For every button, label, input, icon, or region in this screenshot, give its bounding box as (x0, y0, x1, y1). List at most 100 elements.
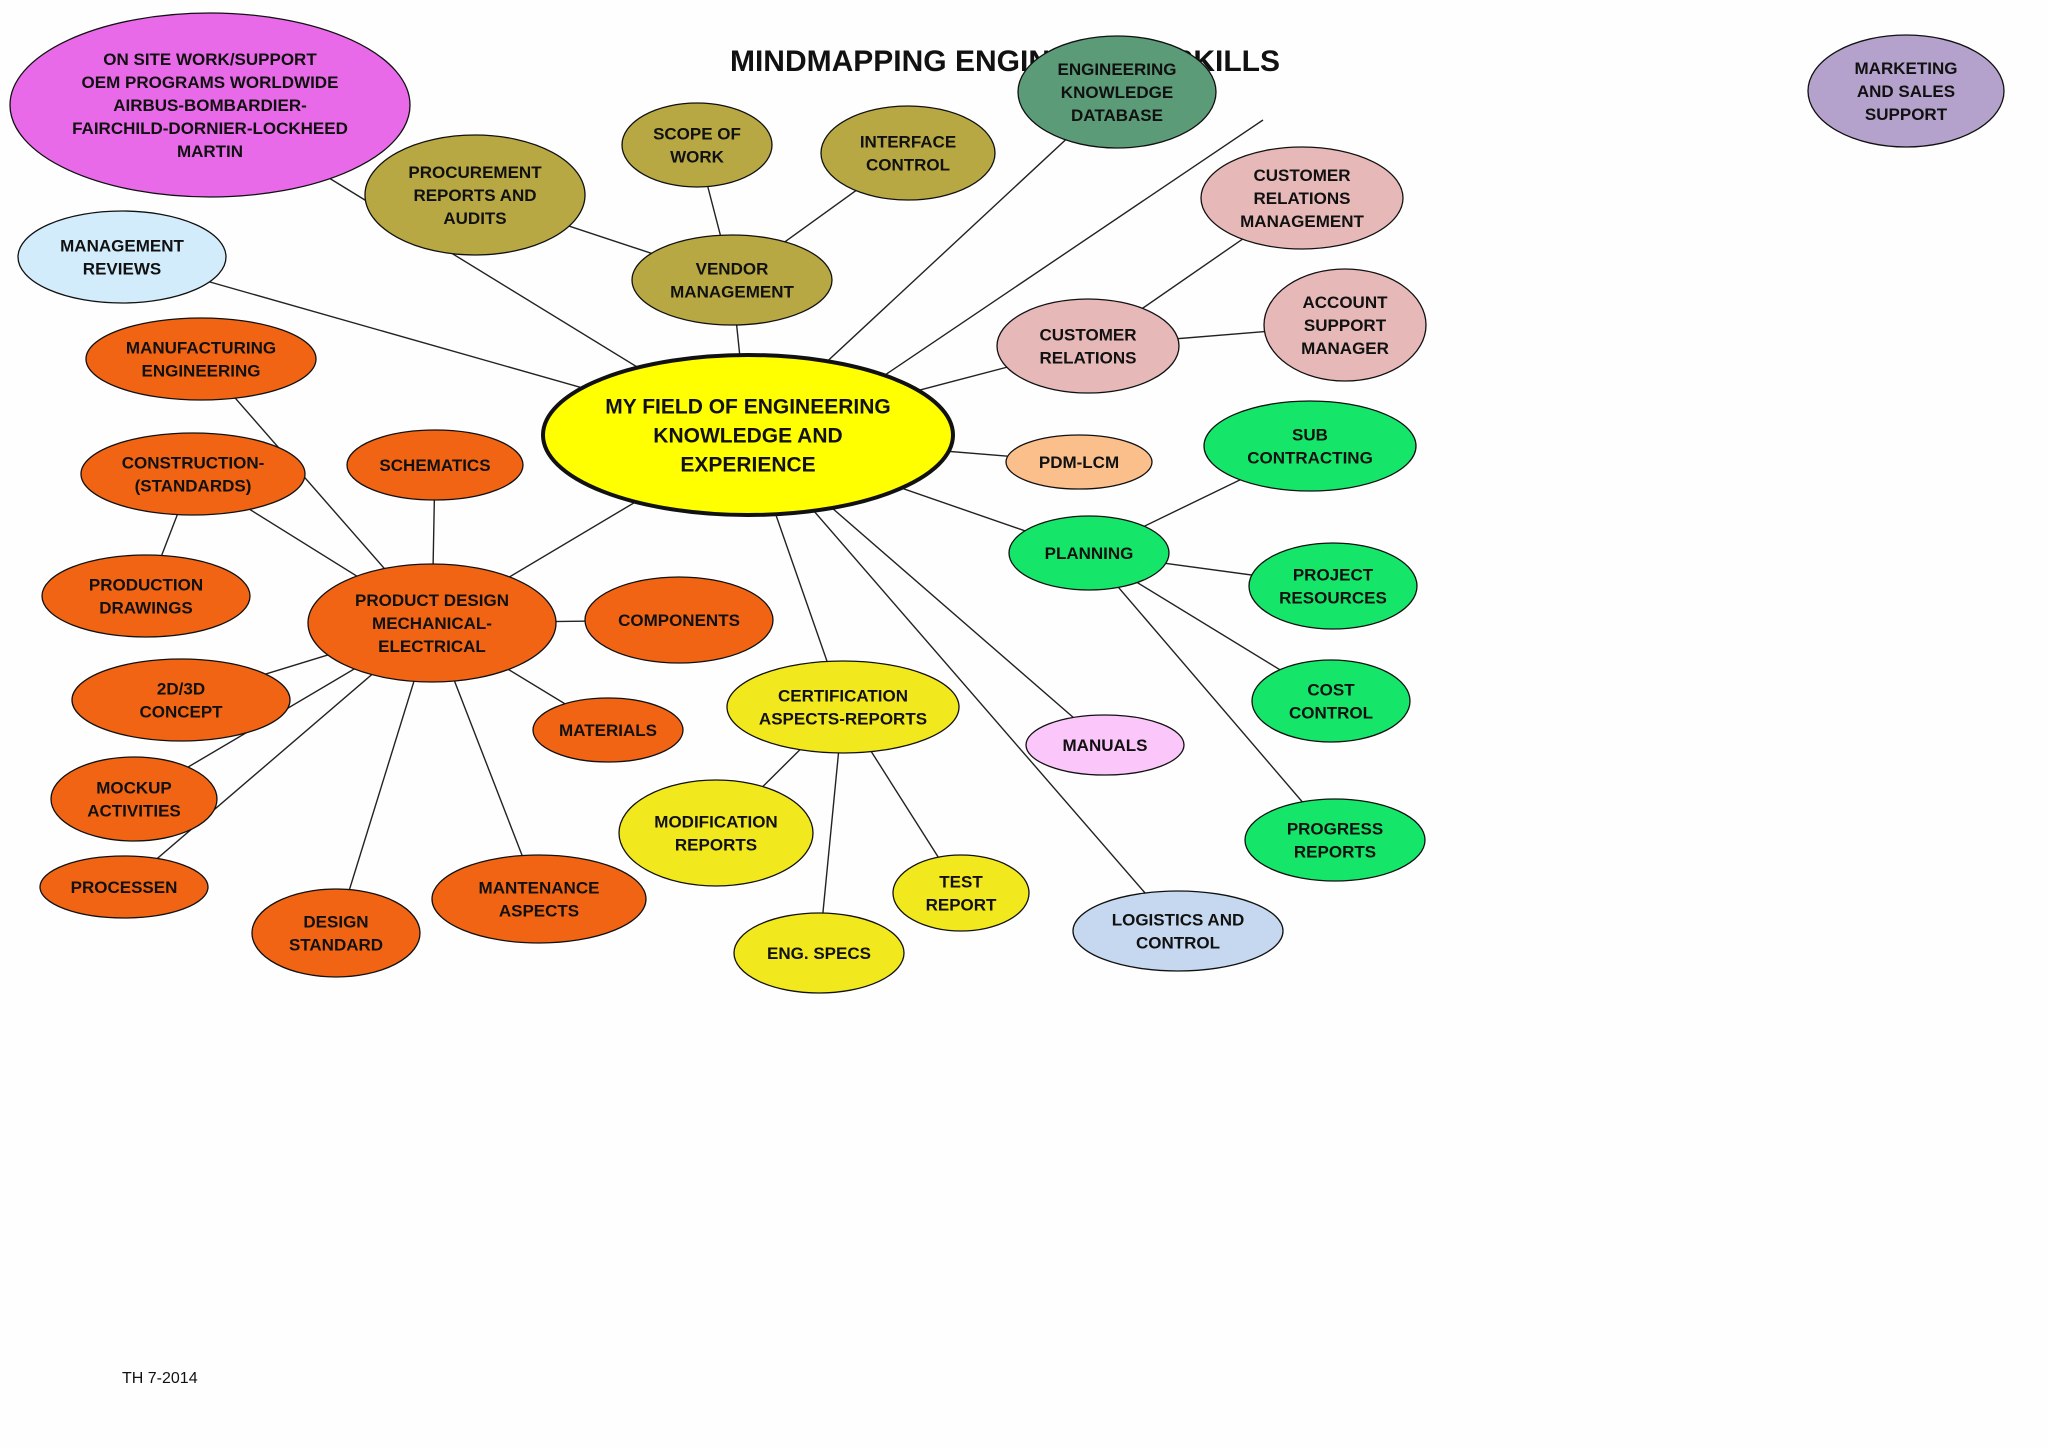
label-line: SCHEMATICS (379, 456, 490, 475)
procurement-ellipse (364, 134, 586, 256)
node-account-support: ACCOUNT SUPPORT MANAGER (1263, 268, 1427, 382)
logistics-control-ellipse (1072, 890, 1284, 972)
label-line: CONSTRUCTION- (122, 453, 265, 472)
label-line: SUPPORT (1304, 316, 1387, 335)
label-line: SUB (1292, 425, 1328, 444)
scope-of-work-label: SCOPE OF WORK (653, 124, 741, 166)
label-line: OEM PROGRAMS WORLDWIDE (82, 73, 339, 92)
label-line: ON SITE WORK/SUPPORT (103, 50, 317, 69)
construction-standards-label: CONSTRUCTION-(STANDARDS) (122, 453, 265, 495)
label-line: SCOPE OF (653, 124, 741, 143)
manuals-ellipse (1025, 714, 1185, 776)
label-line: CONTROL (866, 155, 950, 174)
product-design-ellipse (307, 563, 557, 683)
label-line: PROJECT (1293, 565, 1374, 584)
label-line: TEST (939, 872, 983, 891)
label-line: MARTIN (177, 142, 243, 161)
node-construction-standards: CONSTRUCTION-(STANDARDS) (80, 432, 306, 516)
label-line: PDM-LCM (1039, 453, 1119, 472)
on-site-work-label: ON SITE WORK/SUPPORT OEM PROGRAMS WORLDWI… (72, 50, 348, 161)
label-line: COST (1307, 680, 1355, 699)
label-line: MOCKUP (96, 778, 172, 797)
account-support-label: ACCOUNT SUPPORT MANAGER (1301, 293, 1389, 358)
central-ellipse (541, 353, 955, 517)
label-line: RELATIONS (1040, 348, 1137, 367)
label-line: REPORTS AND (413, 186, 536, 205)
node-scope-of-work: SCOPE OF WORK (621, 102, 773, 188)
mockup-activities-ellipse (50, 756, 218, 842)
components-label: COMPONENTS (618, 611, 740, 630)
label-line: ACCOUNT (1303, 293, 1389, 312)
account-support-ellipse (1263, 268, 1427, 382)
label-line: REVIEWS (83, 259, 161, 278)
node-customer-relations-mgmt: CUSTOMER RELATIONS MANAGEMENT (1200, 146, 1404, 250)
maintenance-aspects-label: MANTENANCE ASPECTS (479, 878, 600, 920)
vendor-management-ellipse (631, 234, 833, 326)
label-line: PROGRESS (1287, 819, 1383, 838)
label-line: RELATIONS (1254, 189, 1351, 208)
unconnected-line (884, 119, 1264, 376)
node-test-report: TEST REPORT (892, 854, 1030, 932)
management-reviews-ellipse (17, 210, 227, 304)
label-line: CONTROL (1136, 933, 1220, 952)
node-components: COMPONENTS (584, 576, 774, 664)
eng-specs-label: ENG. SPECS (767, 944, 871, 963)
materials-ellipse (532, 697, 684, 763)
node-procurement: PROCUREMENT REPORTS AND AUDITS (364, 134, 586, 256)
label-line: PRODUCTION (89, 575, 203, 594)
node-manuals: MANUALS (1025, 714, 1185, 776)
label-line: MANUALS (1063, 736, 1148, 755)
node-schematics: SCHEMATICS (346, 429, 524, 501)
engineering-database-ellipse (1017, 35, 1217, 149)
label-line: DRAWINGS (99, 598, 193, 617)
label-line: ENGINEERING (141, 361, 260, 380)
label-line: AUDITS (443, 209, 506, 228)
procurement-label: PROCUREMENT REPORTS AND AUDITS (408, 163, 542, 228)
label-line: WORK (670, 147, 725, 166)
node-production-drawings: PRODUCTION DRAWINGS (41, 554, 251, 638)
label-line: CUSTOMER (1254, 166, 1351, 185)
label-line: AIRBUS-BOMBARDIER- (113, 96, 307, 115)
label-line: MY FIELD OF ENGINEERING (605, 395, 890, 418)
processen-label: PROCESSEN (71, 878, 178, 897)
label-line: REPORT (926, 895, 997, 914)
label-line: PROCUREMENT (408, 163, 542, 182)
schematics-ellipse (346, 429, 524, 501)
label-line: ACTIVITIES (87, 801, 181, 820)
label-line: CONTROL (1289, 703, 1373, 722)
label-line: MECHANICAL- (372, 614, 492, 633)
label-line: CONCEPT (139, 702, 223, 721)
label-line: MODIFICATION (654, 812, 777, 831)
progress-reports-ellipse (1244, 798, 1426, 882)
processen-ellipse (39, 855, 209, 919)
label-line: ASPECTS (499, 901, 579, 920)
label-line: MANTENANCE (479, 878, 600, 897)
footer-note: TH 7-2014 (122, 1370, 198, 1387)
label-line: MANAGER (1301, 339, 1389, 358)
label-line: MARKETING (1855, 59, 1958, 78)
planning-label: PLANNING (1045, 544, 1134, 563)
label-line: MANAGEMENT (1240, 212, 1364, 231)
mindmap-nodes: ON SITE WORK/SUPPORT OEM PROGRAMS WORLDWI… (9, 12, 2005, 994)
label-line: MANAGEMENT (670, 282, 794, 301)
label-line: ELECTRICAL (378, 637, 486, 656)
materials-label: MATERIALS (559, 721, 657, 740)
